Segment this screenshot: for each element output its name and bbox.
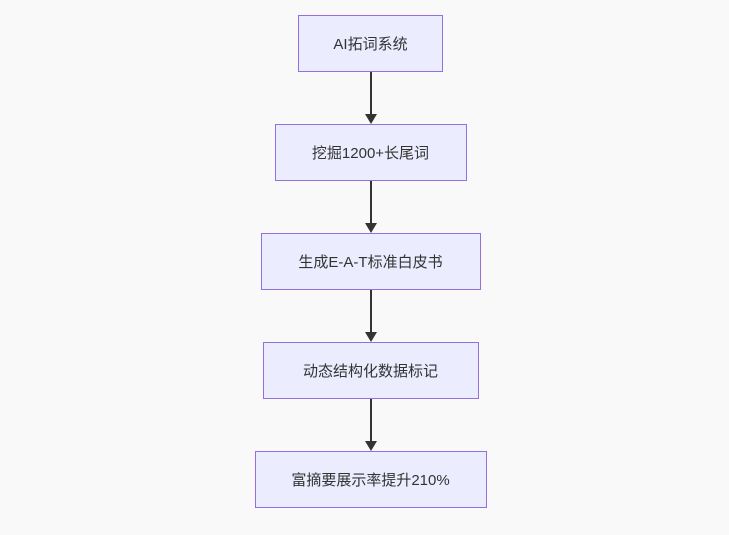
flowchart-node-eat-whitepaper: 生成E-A-T标准白皮书 [260, 233, 481, 290]
arrow-connector-2 [364, 181, 377, 233]
arrow-line [369, 181, 372, 224]
node-label: 生成E-A-T标准白皮书 [298, 254, 443, 271]
arrow-line [369, 72, 372, 115]
node-label: 动态结构化数据标记 [302, 363, 438, 380]
arrow-connector-3 [364, 290, 377, 342]
arrowhead-icon [364, 114, 377, 124]
flowchart-node-longtail-mining: 挖掘1200+长尾词 [274, 124, 467, 181]
flowchart-node-ai-keyword-system: AI拓词系统 [298, 15, 443, 72]
node-label: 挖掘1200+长尾词 [311, 145, 430, 162]
flowchart-node-rich-snippet-rate: 富摘要展示率提升210% [254, 451, 487, 508]
arrowhead-icon [364, 332, 377, 342]
arrow-line [369, 399, 372, 442]
flowchart-node-structured-data-markup: 动态结构化数据标记 [262, 342, 479, 399]
arrow-connector-4 [364, 399, 377, 451]
node-label: 富摘要展示率提升210% [291, 472, 450, 489]
flowchart: AI拓词系统 挖掘1200+长尾词 生成E-A-T标准白皮书 动态结构化数据标记 [254, 15, 487, 508]
arrowhead-icon [364, 223, 377, 233]
node-label: AI拓词系统 [333, 36, 408, 53]
arrow-connector-1 [364, 72, 377, 124]
arrow-line [369, 290, 372, 333]
arrowhead-icon [364, 441, 377, 451]
